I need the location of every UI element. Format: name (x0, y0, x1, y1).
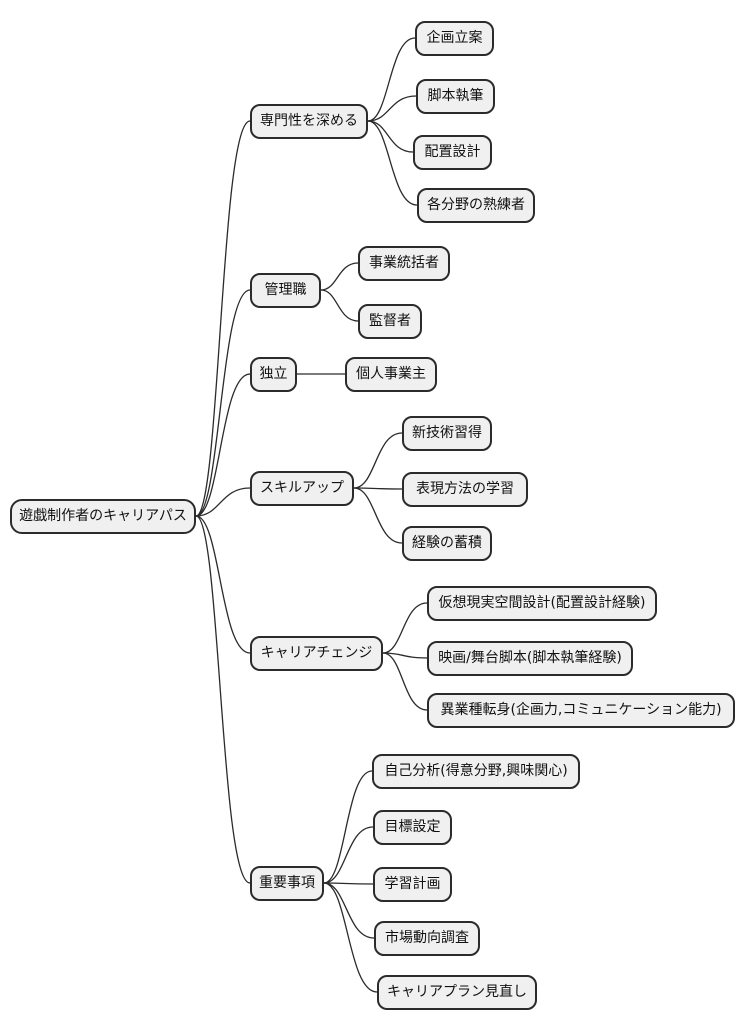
mindmap-branch-node: スキルアップ (250, 470, 354, 506)
mindmap-leaf-node: 新技術習得 (402, 415, 492, 451)
mindmap-leaf-node: 表現方法の学習 (402, 471, 528, 507)
mindmap-leaf-node: 企画立案 (415, 20, 494, 56)
connector-line (323, 882, 378, 993)
connector-line (382, 652, 428, 711)
connector-line (323, 826, 374, 884)
connector-line (320, 262, 359, 291)
mindmap-leaf-node: 市場動向調査 (374, 920, 480, 956)
mindmap-leaf-node: 自己分析(得意分野,興味関心) (372, 753, 580, 789)
connector-line (367, 95, 417, 122)
mindmap-branch-node: 重要事項 (250, 865, 324, 901)
connector-line (195, 289, 251, 517)
mindmap-leaf-node: 映画/舞台脚本(脚本執筆経験) (427, 640, 633, 676)
mindmap-leaf-node: 各分野の熟練者 (417, 187, 535, 223)
mindmap-root-node: 遊戯制作者のキャリアパス (10, 498, 196, 534)
connector-line (195, 120, 251, 517)
mindmap-leaf-node: 脚本執筆 (416, 78, 495, 114)
connector-line (367, 120, 418, 206)
mindmap-leaf-node: 事業統括者 (358, 245, 450, 281)
connector-line (323, 770, 373, 884)
mindmap-branch-node: キャリアチェンジ (250, 635, 383, 671)
mindmap-branch-node: 専門性を深める (250, 103, 368, 139)
connector-line (323, 882, 374, 885)
connector-line (382, 652, 428, 659)
connector-line (353, 487, 403, 544)
mindmap-leaf-node: 異業種転身(企画力,コミュニケーション能力) (427, 692, 735, 728)
connector-line (367, 37, 416, 122)
connector-line (382, 602, 428, 654)
connector-line (353, 432, 403, 489)
mindmap-leaf-node: 経験の蓄積 (402, 525, 492, 561)
connector-line (195, 487, 251, 517)
mindmap-leaf-node: 個人事業主 (345, 356, 437, 392)
mindmap-leaf-node: 監督者 (358, 303, 422, 339)
connector-line (195, 515, 251, 884)
mindmap-leaf-node: キャリアプラン見直し (377, 974, 537, 1010)
connector-line (353, 487, 403, 490)
connector-line (367, 120, 414, 153)
connector-line (320, 289, 359, 322)
mindmap-branch-node: 管理職 (250, 272, 321, 308)
mindmap-leaf-node: 目標設定 (373, 809, 452, 845)
mindmap-leaf-node: 仮想現実空間設計(配置設計経験) (427, 585, 657, 621)
mindmap-leaf-node: 配置設計 (413, 134, 492, 170)
connector-line (195, 515, 251, 654)
mindmap-branch-node: 独立 (250, 356, 297, 392)
connector-line (323, 882, 375, 939)
connector-line (195, 373, 251, 517)
mindmap-leaf-node: 学習計画 (373, 866, 452, 902)
